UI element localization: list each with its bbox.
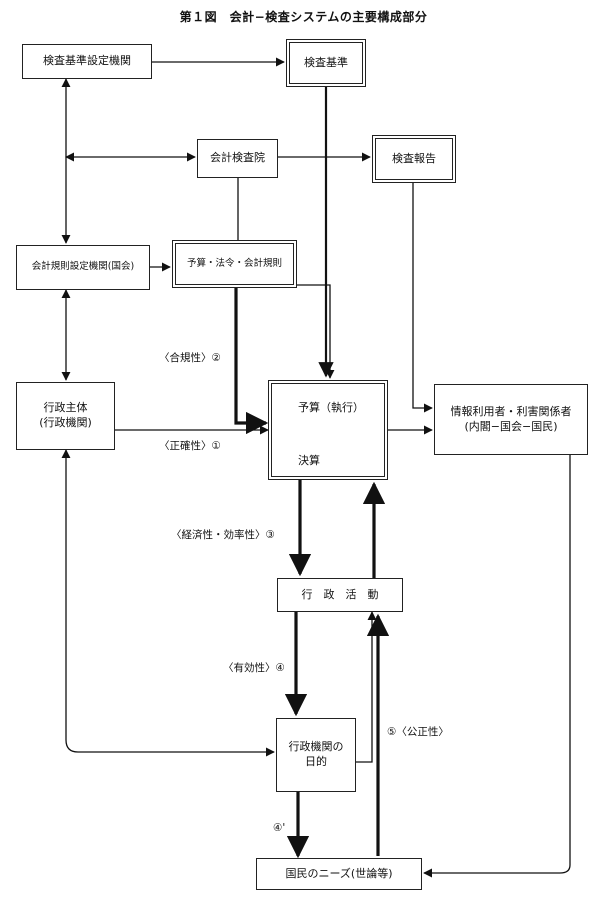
node-information-users: 情報利用者・利害関係者 (内閣−国会−国民) <box>434 384 588 455</box>
node-audit-report-label: 検査報告 <box>392 151 436 165</box>
node-audit-report: 検査報告 <box>372 135 456 183</box>
node-accounting-rule-body-label: 会計規則設定機関(国会) <box>31 261 135 273</box>
node-audit-standards: 検査基準 <box>286 39 366 87</box>
node-public-needs: 国民のニーズ(世論等) <box>256 858 422 890</box>
arrow-users-to-public-needs <box>423 455 571 878</box>
node-agency-purpose-label-2: 日的 <box>305 755 327 768</box>
node-administrative-entity-text: 行政主体 (行政機関) <box>39 401 92 431</box>
node-budget-laws-rules: 予算・法令・会計規則 <box>172 240 297 288</box>
arrow-report-to-users <box>412 183 433 413</box>
arrow-entity-to-agency-purpose <box>61 449 275 757</box>
node-information-users-text: 情報利用者・利害関係者 (内閣−国会−国民) <box>451 405 572 435</box>
node-information-users-sub: (内閣−国会−国民) <box>464 419 558 433</box>
node-board-of-audit: 会計検査院 <box>197 139 278 178</box>
label-accuracy: 〈正確性〉① <box>158 438 222 453</box>
node-settlement-label: 決算 <box>298 454 320 467</box>
label-effectiveness: 〈有効性〉④ <box>222 660 286 675</box>
node-administrative-entity-label: 行政主体 <box>43 401 88 415</box>
node-agency-purpose-label-1: 行政機関の <box>288 740 344 754</box>
node-budget-execution-label: 予算（執行） <box>298 401 364 414</box>
figure-title: 第１図 会計−検査システムの主要構成部分 <box>179 10 428 24</box>
thick-arrow-laws-to-budget <box>234 288 269 435</box>
arrow-purpose-to-activity <box>356 611 377 763</box>
node-standard-setting-body: 検査基準設定機関 <box>22 44 152 79</box>
label-four-prime: ④' <box>272 822 287 834</box>
node-standard-setting-body-label: 検査基準設定機関 <box>43 54 131 68</box>
label-legality: 〈合規性〉② <box>158 350 222 365</box>
node-public-needs-label: 国民のニーズ(世論等) <box>285 866 393 880</box>
node-administrative-activity-label: 行 政 活 動 <box>301 587 379 601</box>
node-agency-purpose: 行政機関の 日的 <box>276 718 356 792</box>
node-administrative-entity: 行政主体 (行政機関) <box>16 382 115 450</box>
node-administrative-activity: 行 政 活 動 <box>277 578 403 612</box>
label-economy-efficiency: 〈経済性・効率性〉③ <box>170 527 276 542</box>
node-administrative-entity-sub: (行政機関) <box>39 416 92 429</box>
node-information-users-label: 情報利用者・利害関係者 <box>450 404 572 418</box>
node-audit-standards-label: 検査基準 <box>304 55 348 69</box>
node-budget-laws-rules-label: 予算・法令・会計規則 <box>186 257 282 269</box>
node-board-of-audit-label: 会計検査院 <box>210 151 265 165</box>
node-budget-execution: 予算（執行） 決算 <box>268 380 388 480</box>
label-fairness: ⑤〈公正性〉 <box>386 724 450 739</box>
node-agency-purpose-text: 行政機関の 日的 <box>289 740 344 770</box>
node-accounting-rule-body: 会計規則設定機関(国会) <box>16 245 150 290</box>
